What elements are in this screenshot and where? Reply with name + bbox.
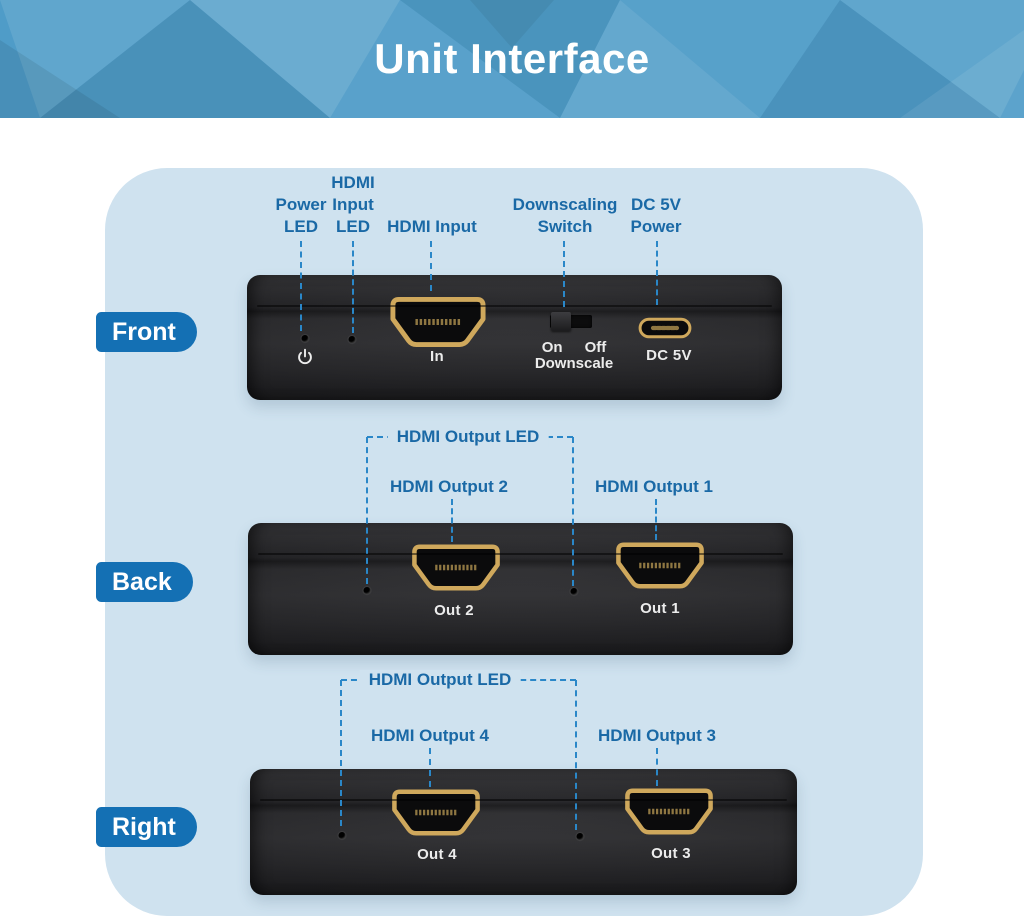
usb-c-port-icon (637, 316, 693, 340)
hdmi-input-port-icon (389, 295, 487, 349)
switch-label-on: On (541, 339, 563, 356)
callout-dc-power-line2: Power (630, 217, 682, 236)
dashed-line-output-led-right-back (572, 437, 574, 586)
dashed-line-output-led-left-back (366, 437, 368, 584)
callout-power-led: Power LED (275, 194, 326, 238)
callout-hdmi-input-led: HDMI Input LED (331, 172, 374, 238)
switch-on-off-row: On Off (535, 340, 613, 356)
callout-hdmi-input: HDMI Input (387, 217, 477, 236)
callout-hdmi-output-4: HDMI Output 4 (370, 726, 490, 745)
callout-dc-power-line1: DC 5V (630, 195, 682, 214)
switch-knob (551, 312, 571, 331)
callout-power-led-line1: Power (275, 195, 327, 214)
header-banner: Unit Interface (0, 0, 1024, 118)
dashed-line-dc-power (656, 241, 658, 305)
port-label-dc5v: DC 5V (646, 347, 692, 364)
dashed-line-output-4 (429, 748, 431, 787)
dashed-line-output-led-left-right (340, 680, 342, 826)
back-view-badge: Back (96, 562, 193, 602)
callout-power-led-line2: LED (284, 217, 318, 236)
hdmi-output-3-port-icon (620, 788, 718, 835)
hdmi-input-led-indicator (348, 336, 356, 343)
back-device: Out 2 Out 1 (248, 523, 793, 655)
dashed-line-hdmi-input (430, 241, 432, 291)
port-label-out1: Out 1 (640, 600, 680, 617)
callout-hdmi-output-led-back: HDMI Output LED (387, 427, 549, 447)
output-4-led-indicator (338, 832, 346, 839)
switch-labels: On Off Downscale (535, 340, 613, 372)
callout-downscaling-line2: Switch (537, 217, 593, 236)
output-3-led-indicator (576, 833, 584, 840)
dashed-line-hdmi-input-led (352, 241, 354, 333)
callout-downscaling-line1: Downscaling (512, 195, 618, 214)
callout-dc-5v-power: DC 5V Power (630, 194, 681, 238)
dashed-line-output-2 (451, 499, 453, 542)
downscale-switch (550, 312, 592, 331)
page-title: Unit Interface (374, 35, 650, 82)
dashed-line-downscaling-switch (563, 241, 565, 307)
hdmi-output-4-port-icon (387, 789, 485, 836)
port-label-out3: Out 3 (651, 845, 691, 862)
front-view-badge: Front (96, 312, 197, 352)
dashed-line-output-led-right-right (575, 680, 577, 830)
callout-hdmi-output-1: HDMI Output 1 (594, 477, 714, 496)
callout-hdmi-input-led-line3: LED (335, 217, 370, 236)
dashed-line-power-led (300, 241, 302, 331)
port-label-in: In (430, 348, 444, 365)
dashed-line-output-1 (655, 499, 657, 540)
dashed-line-output-3 (656, 748, 658, 786)
port-label-out2: Out 2 (434, 602, 474, 619)
callout-hdmi-output-2: HDMI Output 2 (389, 477, 509, 496)
right-view-badge: Right (96, 807, 197, 847)
power-led-indicator (301, 335, 309, 342)
right-device: Out 4 Out 3 (250, 769, 797, 895)
switch-label-off: Off (584, 339, 607, 356)
front-device: In On Off Downscale DC 5V (247, 275, 782, 400)
callout-downscaling-switch: Downscaling Switch (513, 194, 618, 238)
callout-hdmi-input-led-line1: HDMI (331, 173, 375, 192)
callout-hdmi-input-led-line2: Input (332, 195, 374, 214)
power-icon (296, 347, 315, 369)
output-2-led-indicator (363, 587, 371, 594)
port-label-out4: Out 4 (417, 846, 457, 863)
callout-hdmi-output-3: HDMI Output 3 (597, 726, 717, 745)
hdmi-output-2-port-icon (407, 544, 505, 591)
output-1-led-indicator (570, 588, 578, 595)
hdmi-output-1-port-icon (611, 542, 709, 589)
banner-polygon-background (0, 0, 1024, 118)
callout-hdmi-output-led-right: HDMI Output LED (359, 670, 521, 690)
switch-label-downscale: Downscale (534, 355, 614, 372)
